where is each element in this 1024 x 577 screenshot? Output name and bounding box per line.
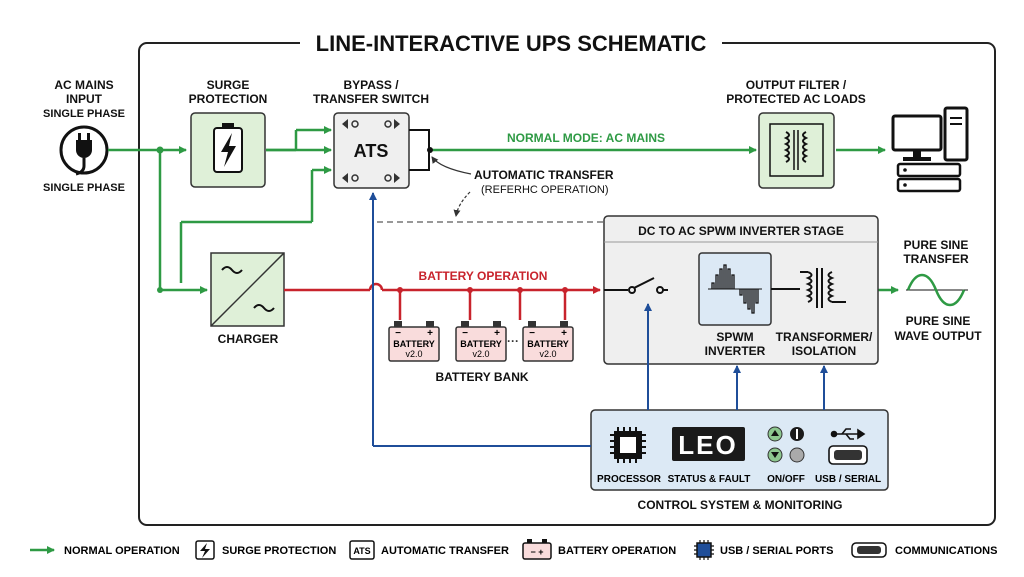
processor-label: PROCESSOR xyxy=(597,474,662,485)
auto-transfer-label-2: (REFERHC OPERATION) xyxy=(481,184,609,196)
pure-sine-transfer-1: PURE SINE xyxy=(904,238,969,252)
pure-sine-transfer-2: TRANSFER xyxy=(903,252,969,266)
ats-switch-box: ATS xyxy=(333,112,410,189)
surge-label-2: PROTECTION xyxy=(189,92,268,106)
svg-text:NORMAL OPERATION: NORMAL OPERATION xyxy=(64,545,180,557)
transformer-label-1: TRANSFORMER/ xyxy=(776,330,873,344)
svg-text:BATTERY: BATTERY xyxy=(393,339,435,349)
ats-box-label: ATS xyxy=(354,141,389,161)
isolation-transformer-icon xyxy=(800,268,846,308)
input-label-1: AC MAINS xyxy=(54,78,113,92)
spwm-label-1: SPWM xyxy=(716,330,753,344)
battery-operation-label: BATTERY OPERATION xyxy=(419,269,548,283)
svg-text:−: − xyxy=(529,328,535,339)
computer-load-icon xyxy=(891,106,969,193)
status-display: LEO xyxy=(672,427,745,461)
battery-2: − + BATTERY v2.0 xyxy=(455,321,507,362)
plug-icon xyxy=(59,125,109,176)
charger-label: CHARGER xyxy=(218,332,279,346)
pure-sine-output-1: PURE SINE xyxy=(906,314,971,328)
battery-1: − + BATTERY v2.0 xyxy=(388,321,440,362)
spwm-inverter-box xyxy=(698,252,772,326)
svg-text:USB / SERIAL PORTS: USB / SERIAL PORTS xyxy=(720,545,833,557)
lightning-icon xyxy=(195,540,215,560)
svg-text:BATTERY OPERATION: BATTERY OPERATION xyxy=(558,545,676,557)
diagram-title: LINE-INTERACTIVE UPS SCHEMATIC xyxy=(316,31,707,56)
battery-icon: − + xyxy=(522,539,552,560)
sine-wave-icon xyxy=(906,273,968,307)
svg-text:+: + xyxy=(494,328,500,339)
onoff-buttons[interactable] xyxy=(767,426,805,463)
auto-transfer-label-1: AUTOMATIC TRANSFER xyxy=(474,168,614,182)
svg-text:− +: − + xyxy=(530,547,543,557)
usb-icon xyxy=(830,428,866,440)
svg-text:v2.0: v2.0 xyxy=(539,349,556,359)
battery-3: − + BATTERY v2.0 xyxy=(522,321,574,362)
normal-path-wires xyxy=(108,126,899,294)
transformer-label-2: ISOLATION xyxy=(792,344,856,358)
input-label-3: SINGLE PHASE xyxy=(43,108,125,120)
auto-transfer-arrow-2 xyxy=(453,191,471,217)
inverter-stage-title: DC TO AC SPWM INVERTER STAGE xyxy=(638,224,844,238)
svg-text:SURGE PROTECTION: SURGE PROTECTION xyxy=(222,545,336,557)
auto-transfer-arrow xyxy=(431,156,472,175)
svg-text:ATS: ATS xyxy=(353,546,370,556)
surge-label-1: SURGE xyxy=(207,78,250,92)
surge-protection-box xyxy=(190,112,266,188)
input-label-2: INPUT xyxy=(66,92,103,106)
svg-text:−: − xyxy=(462,328,468,339)
serial-port-icon xyxy=(851,542,887,558)
legend: NORMAL OPERATION SURGE PROTECTION ATS AU… xyxy=(30,539,997,560)
chip-icon xyxy=(694,540,714,560)
usb-serial-label: USB / SERIAL xyxy=(815,474,881,485)
spwm-label-2: INVERTER xyxy=(705,344,766,358)
junction-dot xyxy=(156,146,164,154)
output-filter-label-2: PROTECTED AC LOADS xyxy=(726,92,866,106)
input-label-4: SINGLE PHASE xyxy=(43,182,125,194)
svg-text:AUTOMATIC TRANSFER: AUTOMATIC TRANSFER xyxy=(381,545,509,557)
onoff-label: ON/OFF xyxy=(767,474,805,485)
output-filter-box xyxy=(758,112,835,189)
svg-text:−: − xyxy=(395,328,401,339)
bypass-label-1: BYPASS / xyxy=(343,78,399,92)
svg-text:+: + xyxy=(427,328,433,339)
control-wires xyxy=(369,192,828,447)
junction-dot xyxy=(157,287,163,293)
serial-port-icon xyxy=(828,445,868,465)
ats-icon: ATS xyxy=(349,540,375,560)
svg-text:BATTERY: BATTERY xyxy=(460,339,502,349)
processor-icon xyxy=(610,427,646,463)
lightning-icon xyxy=(221,133,236,167)
status-fault-label: STATUS & FAULT xyxy=(668,474,751,485)
charger-box xyxy=(210,252,285,327)
svg-text:+: + xyxy=(561,328,567,339)
battery-ellipsis: ··· xyxy=(507,334,519,348)
output-filter-label-1: OUTPUT FILTER / xyxy=(746,78,847,92)
svg-text:BATTERY: BATTERY xyxy=(527,339,569,349)
dc-switch-icon xyxy=(604,277,668,294)
control-system-title: CONTROL SYSTEM & MONITORING xyxy=(638,498,843,512)
svg-text:COMMUNICATIONS: COMMUNICATIONS xyxy=(895,545,997,557)
svg-text:LEO: LEO xyxy=(678,430,737,460)
pure-sine-output-2: WAVE OUTPUT xyxy=(894,329,982,343)
svg-text:v2.0: v2.0 xyxy=(405,349,422,359)
ats-output-bracket xyxy=(409,129,430,171)
battery-bank-label: BATTERY BANK xyxy=(435,370,528,384)
svg-text:v2.0: v2.0 xyxy=(472,349,489,359)
bypass-label-2: TRANSFER SWITCH xyxy=(313,92,429,106)
normal-mode-label: NORMAL MODE: AC MAINS xyxy=(507,131,665,145)
